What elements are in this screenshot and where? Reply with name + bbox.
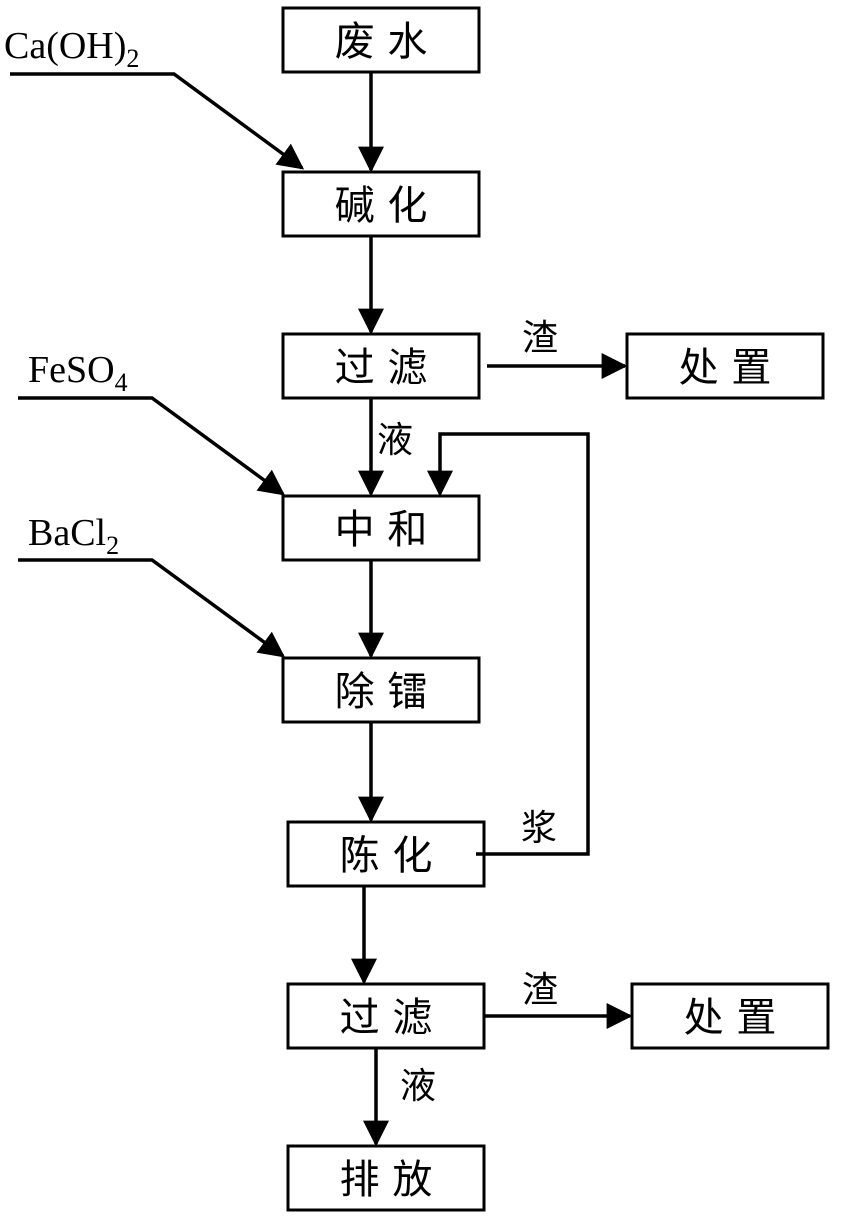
box-alkalization: 碱 化 [281, 170, 481, 238]
box-disposal-2: 处 置 [630, 982, 830, 1050]
box-radium-removal: 除 镭 [281, 656, 481, 724]
box-filtration-1-label: 过 滤 [335, 345, 428, 391]
box-discharge: 排 放 [286, 1144, 486, 1212]
box-aging: 陈 化 [286, 820, 486, 888]
arrow-bacl2-feed [18, 558, 286, 658]
box-filtration-2-label: 过 滤 [340, 995, 433, 1041]
arrow-feso4-feed [18, 396, 286, 496]
box-alkalization-label: 碱 化 [335, 183, 428, 229]
box-wastewater: 废 水 [281, 6, 481, 74]
label-residue-1: 渣 [522, 318, 558, 359]
reagent-caoh2: Ca(OH)2 [4, 25, 139, 73]
box-neutralization-label: 中 和 [335, 507, 428, 553]
reagent-bacl2: BaCl2 [28, 512, 119, 560]
box-filtration-2: 过 滤 [286, 982, 486, 1050]
box-neutralization: 中 和 [281, 494, 481, 562]
label-slurry: 浆 [521, 808, 557, 849]
box-wastewater-label: 废 水 [335, 19, 428, 65]
reagent-feso4: FeSO4 [28, 349, 128, 397]
box-discharge-label: 排 放 [340, 1157, 433, 1203]
label-residue-2: 渣 [522, 970, 558, 1011]
box-aging-label: 陈 化 [340, 833, 433, 879]
label-liquid-2: 液 [400, 1066, 436, 1107]
box-disposal-1: 处 置 [625, 332, 825, 400]
box-radium-removal-label: 除 镭 [335, 669, 428, 715]
box-filtration-1: 过 滤 [281, 332, 481, 400]
arrow-caoh2-feed [10, 72, 305, 170]
arrow-slurry-recycle [427, 432, 590, 856]
label-liquid-1: 液 [377, 420, 413, 461]
box-disposal-1-label: 处 置 [679, 345, 772, 391]
box-disposal-2-label: 处 置 [684, 995, 777, 1041]
